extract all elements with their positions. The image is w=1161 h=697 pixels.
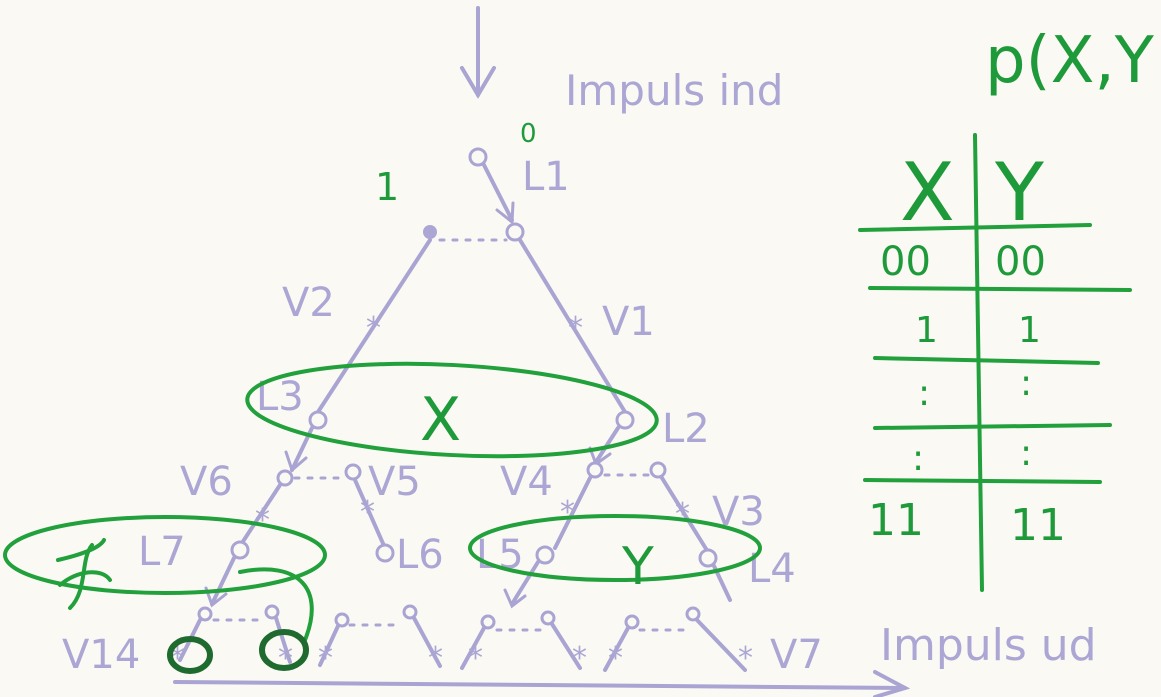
- impulse-out-label: Impuls ud: [880, 620, 1097, 671]
- label-L1: L1: [522, 154, 570, 200]
- table-r1-y: 00: [995, 239, 1046, 285]
- node-L6: [375, 543, 395, 563]
- node-L4: [698, 548, 718, 568]
- svg-text:*: *: [675, 497, 690, 532]
- table-r5-y: 11: [1010, 500, 1066, 551]
- node-L7: [230, 540, 250, 560]
- impulse-out-arrow: [173, 670, 911, 697]
- label-V5: V5: [368, 459, 421, 505]
- impulse-in-label: Impuls ind: [565, 66, 783, 115]
- label-V4: V4: [500, 459, 553, 505]
- svg-text:*: *: [255, 503, 270, 538]
- table-header-x: X: [900, 146, 955, 239]
- node-L3: [308, 410, 328, 430]
- label-L6: L6: [396, 532, 444, 578]
- svg-text:*: *: [360, 495, 375, 530]
- table-r2-y: 1: [1018, 310, 1041, 351]
- bottom-row: * * * * * * * *: [170, 604, 753, 676]
- table-header-y: Y: [994, 146, 1045, 239]
- table-r3-y: :: [1020, 363, 1032, 404]
- marker-circle-left: [167, 636, 213, 674]
- svg-text:*: *: [428, 641, 443, 676]
- impulse-in-arrow: [460, 6, 496, 99]
- svg-text:*: *: [560, 495, 575, 530]
- label-V14: V14: [62, 632, 140, 678]
- table-r3-x: :: [918, 373, 930, 414]
- node-1b: [505, 222, 525, 242]
- label-L2: L2: [662, 406, 710, 452]
- node-top: [468, 147, 488, 167]
- node-L5: [535, 545, 555, 565]
- label-V3: V3: [712, 489, 765, 535]
- region-y-label: Y: [621, 537, 654, 597]
- region-y-ellipse: [468, 514, 762, 582]
- marker-circle-right: [259, 629, 309, 671]
- label-zero: 0: [520, 119, 537, 149]
- svg-text:*: *: [318, 641, 333, 676]
- table-r5-x: 11: [868, 495, 924, 546]
- svg-text:*: *: [572, 641, 587, 676]
- svg-text:*: *: [738, 641, 753, 676]
- label-one: 1: [375, 165, 399, 209]
- svg-text:*: *: [568, 311, 583, 346]
- label-V2: V2: [282, 280, 335, 326]
- label-L7: L7: [138, 529, 186, 575]
- svg-text:*: *: [468, 641, 483, 676]
- label-V7: V7: [770, 632, 823, 678]
- label-L4: L4: [748, 546, 796, 592]
- table-r4-y: :: [1020, 433, 1032, 474]
- node-1a: [423, 225, 437, 239]
- svg-text:*: *: [366, 311, 381, 346]
- region-x-label: X: [420, 385, 461, 455]
- probability-table: X Y 00 00 1 1 : : : : 11 11: [858, 133, 1132, 592]
- formula-annotation: p(X,Y: [985, 24, 1155, 98]
- node-L2: [615, 410, 635, 430]
- label-V6: V6: [180, 459, 233, 505]
- region-l7-ellipse: [3, 515, 327, 595]
- svg-text:*: *: [608, 641, 623, 676]
- table-r2-x: 1: [915, 310, 938, 351]
- label-V1: V1: [602, 299, 655, 345]
- region-x-ellipse: [245, 361, 659, 459]
- table-r1-x: 00: [880, 239, 931, 285]
- table-r4-x: :: [912, 438, 924, 479]
